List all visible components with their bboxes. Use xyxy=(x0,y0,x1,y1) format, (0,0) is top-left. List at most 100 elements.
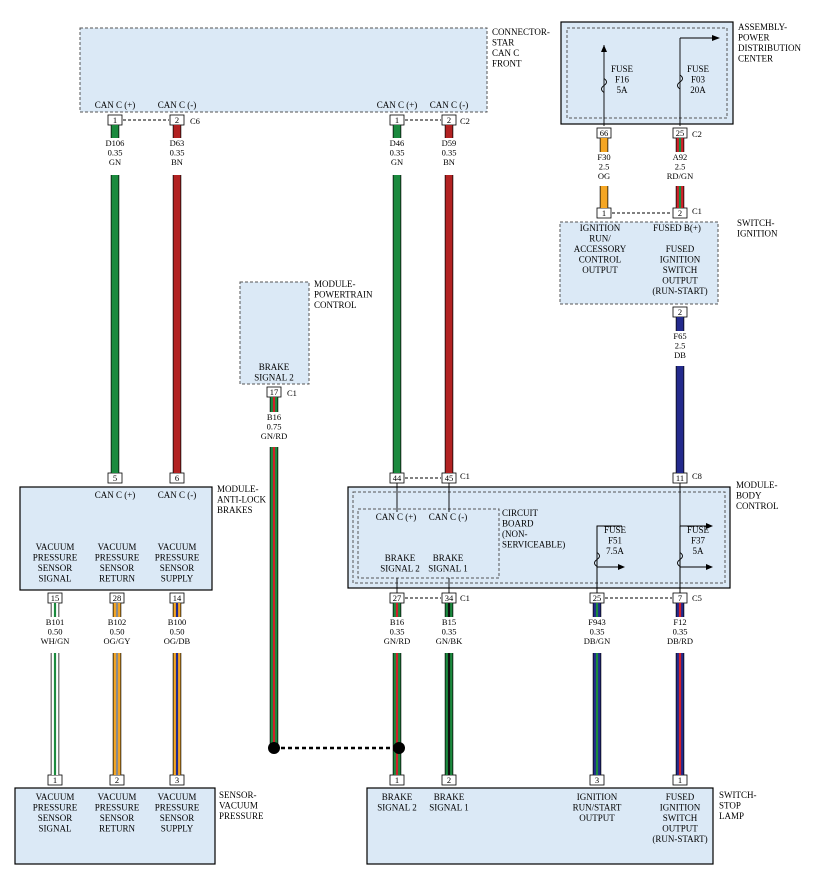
pcm-conn: C1 xyxy=(287,388,297,398)
stop-pin-number: 3 xyxy=(595,775,599,785)
bcm-conn-c1-bottom: C1 xyxy=(460,593,470,603)
pdc-conn: C2 xyxy=(692,129,702,139)
bcm-f51-arrow xyxy=(618,564,625,570)
star-conn-c2: C2 xyxy=(460,116,470,126)
anti-lock-brakes-module xyxy=(19,486,213,591)
bcm-pin-45-number: 45 xyxy=(445,473,454,483)
bcm-bottom-pin-number: 25 xyxy=(593,593,602,603)
splice-node-pcm xyxy=(268,742,280,754)
pdc-arrow-f16 xyxy=(601,45,607,52)
ign-conn: C1 xyxy=(692,206,702,216)
star-conn-c6: C6 xyxy=(190,116,200,126)
abs-pin-5-number: 5 xyxy=(113,473,117,483)
stop-pin-number: 1 xyxy=(395,775,399,785)
pdc-arrow-f03 xyxy=(712,35,720,41)
star-pin-label: CAN C (-) xyxy=(430,100,469,110)
ign-pin-2-number: 2 xyxy=(678,208,682,218)
bcm-bottom-pin-number: 7 xyxy=(678,593,682,603)
bcm-bottom-pin-number: 34 xyxy=(445,593,454,603)
pdc-pin-25-number: 25 xyxy=(676,128,685,138)
ign-pin-1-number: 1 xyxy=(602,208,606,218)
ign-pin-2-out-number: 2 xyxy=(678,307,682,317)
ignition-switch xyxy=(559,221,719,305)
bcm-circuit-board xyxy=(357,508,500,579)
vac-pin-number: 3 xyxy=(175,775,179,785)
bcm-fuse-f51-symbol xyxy=(594,552,600,567)
pdc-pin-66-number: 66 xyxy=(600,128,609,138)
star-pin-number: 2 xyxy=(447,115,451,125)
vac-pin-number: 1 xyxy=(53,775,57,785)
splice-node-stop-lamp xyxy=(393,742,405,754)
pdc-fuse-f16-symbol xyxy=(601,78,607,93)
powertrain-control-module xyxy=(239,281,310,385)
stop-pin-number: 1 xyxy=(678,775,682,785)
bcm-conn-c1-top: C1 xyxy=(460,471,470,481)
bcm-f37-arrow-2 xyxy=(706,564,713,570)
pdc-fuse-f03-symbol xyxy=(677,74,683,90)
bcm-board-can-high: CAN C (+) xyxy=(376,512,417,522)
ign-title: SWITCH-IGNITION xyxy=(737,218,778,239)
body-control-module xyxy=(347,486,731,589)
bcm-conn-c5: C5 xyxy=(692,593,702,603)
abs-bottom-pin-number: 15 xyxy=(51,593,60,603)
ign-function-batt: FUSED B(+) xyxy=(653,223,701,233)
bcm-conn-c8: C8 xyxy=(692,471,702,481)
bcm-inner xyxy=(352,491,726,584)
abs-bottom-pin-number: 14 xyxy=(173,593,182,603)
pcm-pin-17-number: 17 xyxy=(270,387,279,397)
stop-lamp-switch xyxy=(366,787,714,865)
pdc-inner xyxy=(566,27,728,119)
abs-bottom-pin-number: 28 xyxy=(113,593,122,603)
vacuum-pressure-sensor xyxy=(14,787,216,865)
abs-can-low: CAN C (-) xyxy=(158,490,197,500)
vac-pin-number: 2 xyxy=(115,775,119,785)
star-pin-number: 1 xyxy=(395,115,399,125)
abs-can-high: CAN C (+) xyxy=(95,490,136,500)
stop-pin-number: 2 xyxy=(447,775,451,785)
bcm-f37-arrow-1 xyxy=(706,523,713,529)
star-pin-label: CAN C (+) xyxy=(377,100,418,110)
power-distribution-center xyxy=(560,21,734,125)
bcm-fuse-f37-symbol xyxy=(677,552,683,567)
abs-pin-6-number: 6 xyxy=(175,473,179,483)
star-pin-number: 1 xyxy=(113,115,117,125)
can-c-star-connector xyxy=(79,27,488,113)
star-pin-number: 2 xyxy=(175,115,179,125)
